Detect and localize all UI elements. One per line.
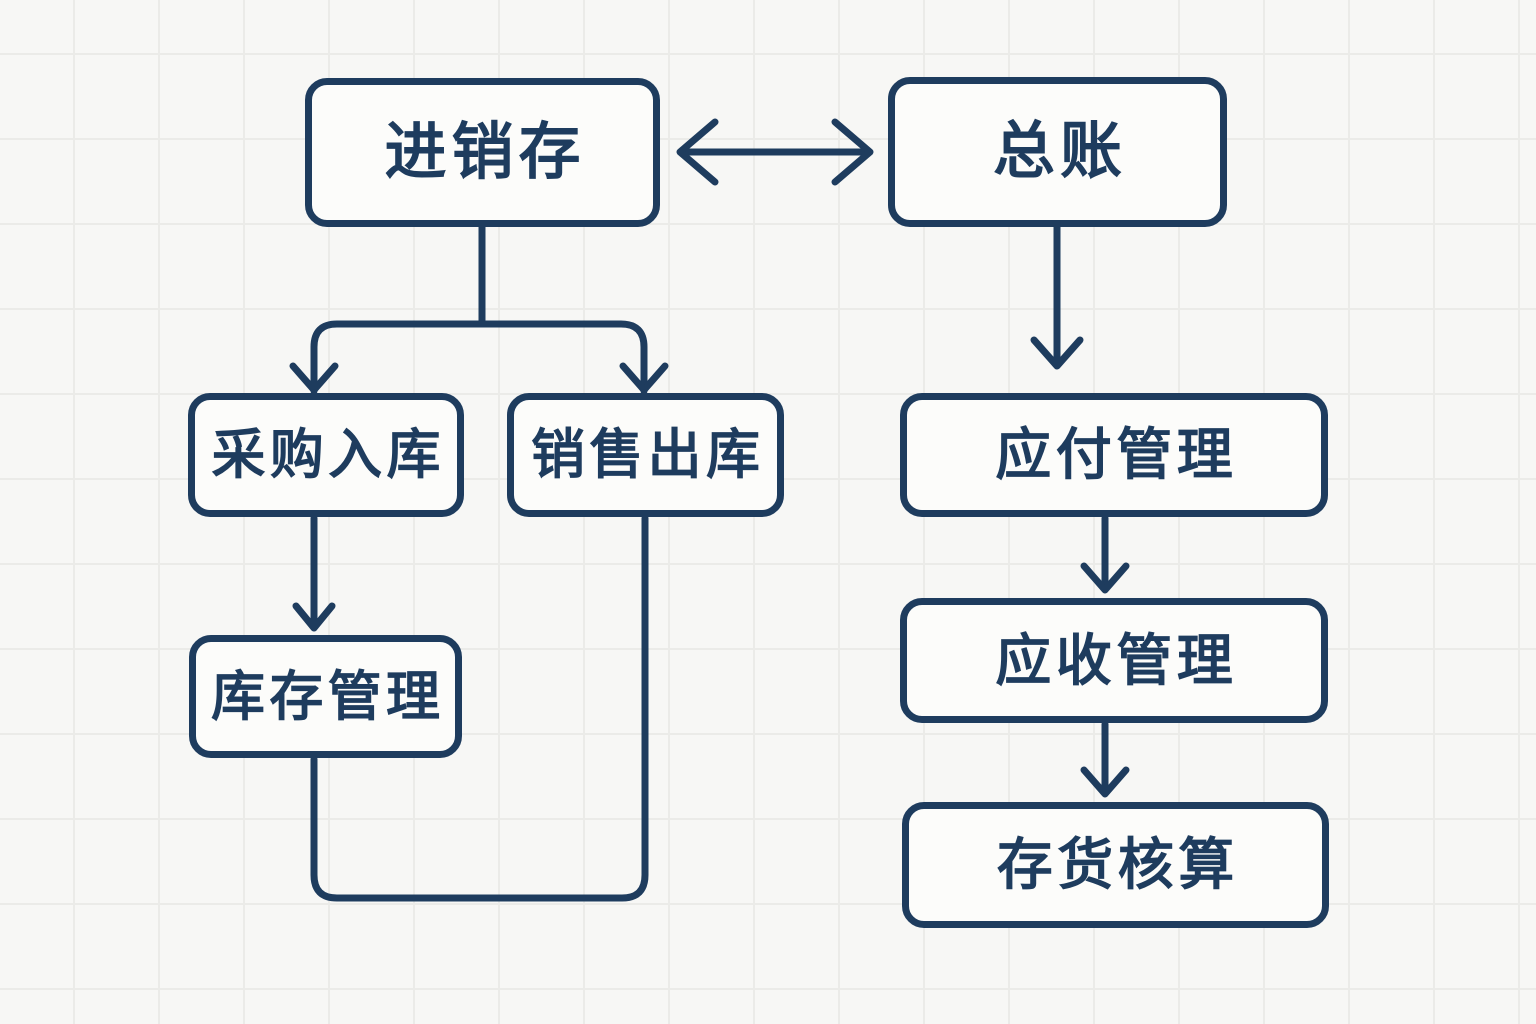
node-jinxiaocun-label: 进销存 [384, 117, 586, 187]
edge-kucun-xiaoshou-loop [310, 514, 649, 902]
node-xiaoshou-chuku-label: 销售出库 [531, 425, 765, 485]
node-cunhuo-hesuan-label: 存货核算 [996, 833, 1239, 896]
node-yingshou-guanli-label: 应收管理 [995, 628, 1238, 692]
node-zongzhang: 总账 [888, 77, 1227, 227]
node-caigou-ruku: 采购入库 [188, 393, 464, 517]
node-yingfu-guanli: 应付管理 [900, 393, 1328, 517]
edge-jinxiaocun-branch [289, 223, 669, 395]
node-yingshou-guanli: 应收管理 [900, 598, 1328, 723]
node-kucun-guanli: 库存管理 [189, 635, 462, 758]
node-xiaoshou-chuku: 销售出库 [507, 393, 784, 517]
node-zongzhang-label: 总账 [993, 117, 1127, 186]
node-jinxiaocun: 进销存 [305, 78, 660, 227]
edge-yingfu-yingshou [1080, 514, 1130, 594]
node-caigou-ruku-label: 采购入库 [211, 425, 445, 485]
node-kucun-guanli-label: 库存管理 [211, 666, 445, 727]
edge-yingshou-cunhuo [1080, 720, 1130, 798]
node-yingfu-guanli-label: 应付管理 [995, 423, 1238, 486]
edge-jinxiaocun-zongzhang [676, 118, 874, 186]
edge-zongzhang-yingfu [1030, 223, 1084, 370]
node-cunhuo-hesuan: 存货核算 [902, 802, 1329, 928]
edge-caigou-kucun [292, 514, 336, 632]
